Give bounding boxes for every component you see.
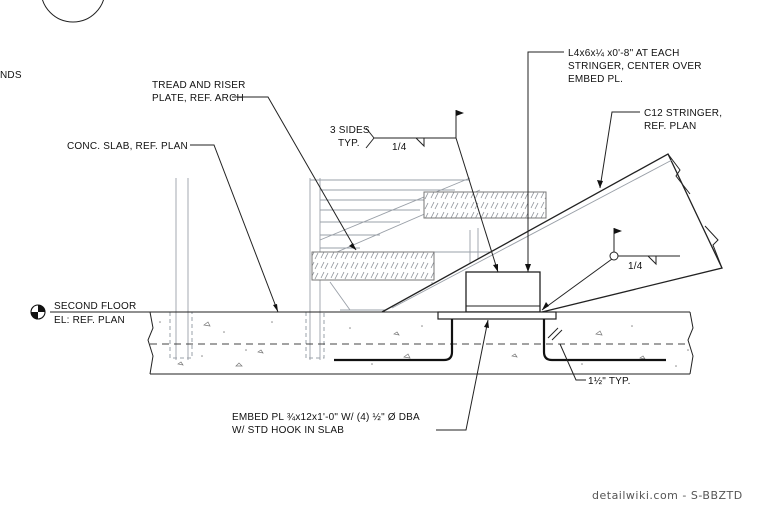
weld-size-1: 1/4 <box>392 142 407 153</box>
upper-tread-plate <box>423 191 547 219</box>
detail-reference-bubble <box>42 0 104 23</box>
embed-note-line1: EMBED PL ¾x12x1'-0" W/ (4) ½" Ø DBA <box>232 412 420 423</box>
stringer-note-leader <box>599 111 640 189</box>
weld-symbol-2 <box>541 228 680 311</box>
level-name: SECOND FLOOR <box>54 301 136 312</box>
conc-slab-arrow <box>273 304 278 312</box>
conc-slab-note: CONC. SLAB, REF. PLAN <box>67 141 188 152</box>
c12-stringer <box>381 153 723 313</box>
cut-off-text: NDS <box>0 70 22 81</box>
tread-riser-leader <box>232 96 357 251</box>
embed-note-line2: W/ STD HOOK IN SLAB <box>232 425 344 436</box>
hidden-posts <box>169 312 325 359</box>
weld-sides-note: 3 SIDES <box>330 125 370 136</box>
lower-tread-plate <box>311 251 435 281</box>
embed-note-leader <box>436 319 489 431</box>
angle-note-line3: EMBED PL. <box>568 74 623 85</box>
embed-note-arrow <box>484 320 489 328</box>
tread-riser-note-line2: PLATE, REF. ARCH <box>152 93 244 104</box>
hooked-anchor-bars <box>334 319 666 362</box>
angle-note-line2: STRINGER, CENTER OVER <box>568 61 702 72</box>
hook-typ-note: 1½" TYP. <box>588 376 631 387</box>
weld-symbol-1 <box>365 110 499 273</box>
angle-note-line1: L4x6x¼ x0'-8" AT EACH <box>568 47 680 59</box>
angle-note-leader <box>527 51 564 272</box>
level-marker <box>30 304 150 320</box>
angle-note-arrow <box>525 264 531 272</box>
hook-typ-leader <box>559 343 586 381</box>
steel-angle <box>465 271 541 313</box>
tread-riser-note-line1: TREAD AND RISER <box>152 80 246 91</box>
weld-size-2: 1/4 <box>628 261 643 272</box>
stringer-note-arrow <box>597 180 603 188</box>
stringer-break-line <box>667 153 691 195</box>
concrete-slab <box>147 311 694 375</box>
footer-watermark: detailwiki.com - S-BBZTD <box>592 489 743 502</box>
tread-riser-arrow <box>349 243 356 250</box>
stringer-note-line2: REF. PLAN <box>644 121 696 132</box>
level-elevation: EL: REF. PLAN <box>54 315 125 326</box>
stringer-note-line1: C12 STRINGER, <box>644 108 722 119</box>
conc-slab-leader <box>190 144 279 313</box>
embed-plate <box>437 311 557 320</box>
weld-typ-note: TYP. <box>338 138 360 149</box>
